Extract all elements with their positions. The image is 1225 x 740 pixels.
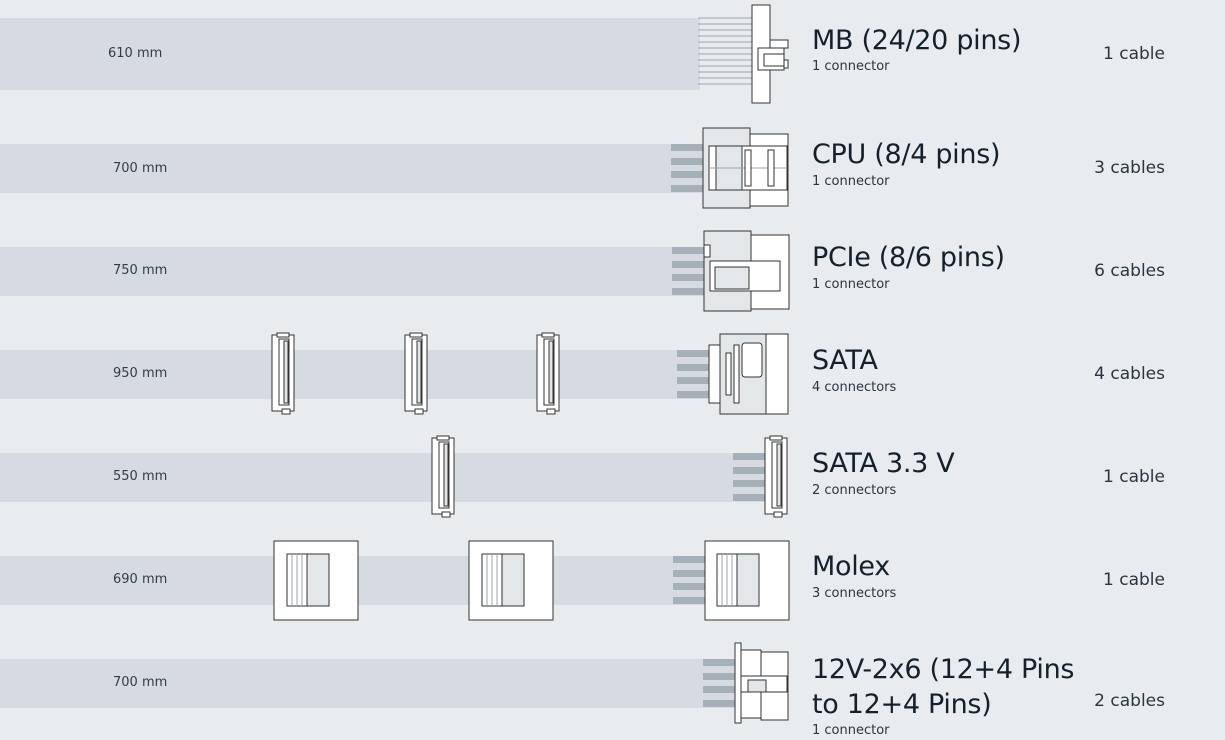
cable-length: 750 mm	[113, 263, 168, 278]
cable-length: 700 mm	[113, 675, 168, 690]
pcie-8pin-connector-icon	[672, 230, 790, 312]
cable-title: SATA	[812, 345, 878, 376]
cable-title-line-1: 12V-2x6 (12+4 Pins	[812, 654, 1075, 685]
cable-band	[0, 247, 705, 296]
connector-count: 1 connector	[812, 277, 890, 292]
cable-band	[0, 144, 705, 193]
cable-count: 1 cable	[1103, 44, 1165, 64]
cable-title: CPU (8/4 pins)	[812, 139, 1001, 170]
connector-count: 2 connectors	[812, 483, 897, 498]
cable-band	[0, 18, 700, 90]
sata-end-connector-icon	[677, 333, 789, 415]
connector-count: 1 connector	[812, 59, 890, 74]
cable-band	[0, 659, 740, 708]
connector-count: 1 connector	[812, 723, 890, 738]
connector-count: 4 connectors	[812, 380, 897, 395]
cpu-8pin-connector-icon	[671, 127, 789, 209]
cable-title-line-2: to 12+4 Pins)	[812, 689, 992, 720]
12v-2x6-connector-icon	[703, 642, 789, 724]
cable-count: 1 cable	[1103, 570, 1165, 590]
cable-length: 950 mm	[113, 366, 168, 381]
cable-length: 690 mm	[113, 572, 168, 587]
sata-inline-connector-icon	[404, 332, 428, 415]
sata-inline-connector-icon	[536, 332, 560, 415]
cable-count: 2 cables	[1094, 691, 1165, 711]
cable-count: 4 cables	[1094, 364, 1165, 384]
cable-count: 6 cables	[1094, 261, 1165, 281]
cable-length: 610 mm	[108, 46, 163, 61]
cable-row-cpu: 700 mm CPU (8/4 pins) 1 connector 3 cabl…	[0, 120, 1225, 220]
cable-length: 550 mm	[113, 469, 168, 484]
sata-inline-connector-icon	[271, 332, 295, 415]
molex-inline-connector-icon	[468, 540, 554, 621]
molex-inline-connector-icon	[273, 540, 359, 621]
cable-title: PCIe (8/6 pins)	[812, 242, 1005, 273]
cable-row-pcie: 750 mm PCIe (8/6 pins) 1 connector 6 cab…	[0, 223, 1225, 323]
cable-title: MB (24/20 pins)	[812, 25, 1022, 56]
sata-inline-connector-icon	[431, 435, 455, 518]
cable-title: Molex	[812, 551, 890, 582]
connector-count: 3 connectors	[812, 586, 897, 601]
cable-count: 1 cable	[1103, 467, 1165, 487]
cable-band	[0, 453, 768, 502]
cable-row-molex: 690 mm Molex 3 connectors 1 cable	[0, 532, 1225, 632]
cable-row-mb: 610 mm MB (24/20 pins) 1 connector 1 cab…	[0, 0, 1225, 110]
cable-row-12v-2x6: 700 mm 12V-2x6 (12+4 Pins to 12+4 Pins) …	[0, 635, 1225, 740]
mb-24pin-connector-icon	[698, 4, 789, 104]
molex-end-connector-icon	[673, 540, 790, 621]
cable-row-sata: 950 mm SATA 4 connectors 4 cables	[0, 326, 1225, 426]
cable-count: 3 cables	[1094, 158, 1165, 178]
cable-row-sata-3v3: 550 mm SATA 3.3 V 2 connectors 1 cable	[0, 429, 1225, 529]
cable-title: SATA 3.3 V	[812, 448, 955, 479]
cable-length: 700 mm	[113, 161, 168, 176]
sata-3v3-end-connector-icon	[733, 435, 788, 518]
cable-band	[0, 350, 712, 399]
connector-count: 1 connector	[812, 174, 890, 189]
